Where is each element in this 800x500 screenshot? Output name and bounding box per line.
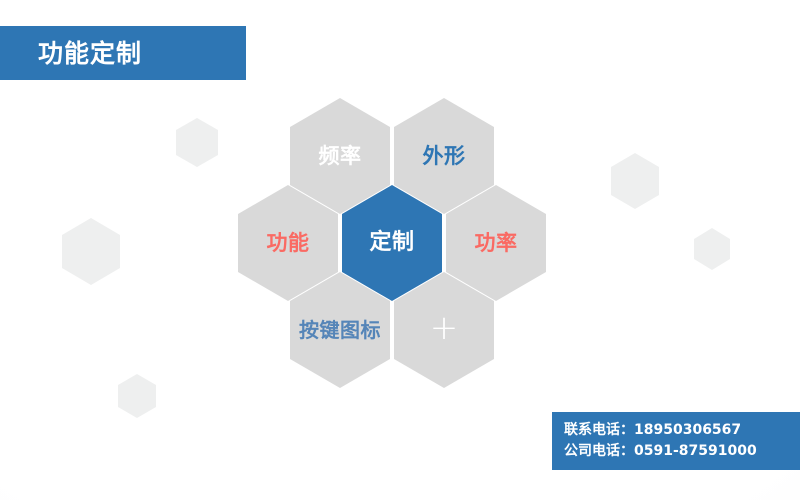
contact-info-box: 联系电话：18950306567 公司电话：0591-87591000 xyxy=(552,412,800,470)
deco-hex-mid-left xyxy=(62,218,120,285)
contact-phone-company: 公司电话：0591-87591000 xyxy=(564,443,757,459)
hexagon-cluster: 频率 外形 功能 定制 功率 按键图标 + xyxy=(230,92,560,392)
deco-hex-bottom-left xyxy=(118,374,156,418)
hex-node-key-icon[interactable]: 按键图标 xyxy=(290,272,390,388)
hex-label-function: 功能 xyxy=(266,230,310,255)
page-title-bar: 功能定制 xyxy=(0,26,246,80)
deco-hex-top-right xyxy=(611,153,659,209)
hex-label-frequency: 频率 xyxy=(318,143,362,168)
deco-hex-mid-right xyxy=(694,228,730,270)
hex-label-customization: 定制 xyxy=(369,230,415,255)
deco-hex-top-left xyxy=(176,118,218,167)
page-title: 功能定制 xyxy=(38,38,143,68)
contact-phone-personal: 联系电话：18950306567 xyxy=(564,422,742,438)
hex-label-power: 功率 xyxy=(474,230,518,255)
plus-icon: + xyxy=(429,308,459,348)
hex-label-shape: 外形 xyxy=(422,143,466,168)
hex-node-add-more[interactable]: + xyxy=(394,272,494,388)
hex-label-key-icon: 按键图标 xyxy=(299,318,381,342)
